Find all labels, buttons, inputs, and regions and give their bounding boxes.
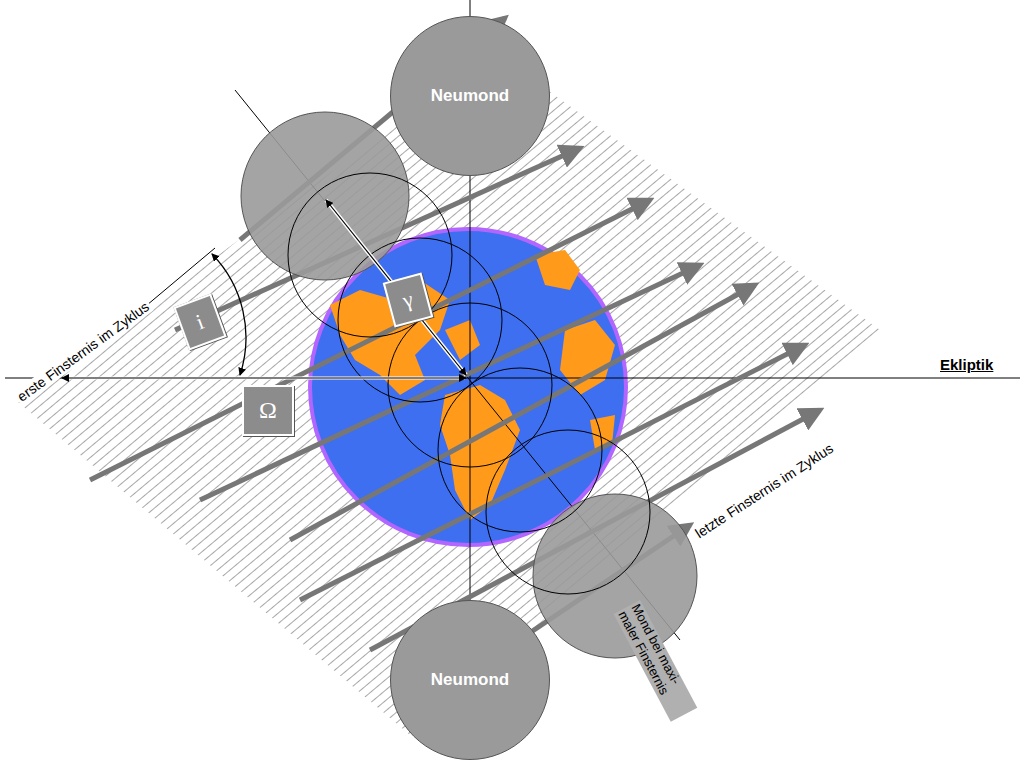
max-eclipse-label: Mond bei maxi- maler Finsternis xyxy=(614,600,698,722)
omega-arrow xyxy=(62,377,466,378)
node-text: Ω xyxy=(259,397,277,424)
label-text: Mond bei maxi- maler Finsternis xyxy=(614,600,698,722)
gamma-arrow-bg xyxy=(326,200,466,375)
label-text: erste Finsternis im Zyklus xyxy=(13,297,154,406)
gamma-arrow xyxy=(326,200,466,375)
cycle-label: letzte Finsternis im Zyklus xyxy=(690,438,838,543)
node-text: Neumond xyxy=(431,86,509,106)
ecliptic-label: Ekliptik xyxy=(938,356,995,374)
new-moon-circle: Neumond xyxy=(390,600,550,760)
node-text: i xyxy=(193,309,208,336)
inclination-box: i xyxy=(173,294,226,351)
ecliptic-line xyxy=(5,378,1020,379)
omega-box: Ω xyxy=(242,385,294,436)
label-text: letzte Finsternis im Zyklus xyxy=(691,439,838,542)
node-text: Neumond xyxy=(431,670,509,690)
node-text: γ xyxy=(400,286,416,314)
moon-positions xyxy=(241,112,697,658)
cycle-label: erste Finsternis im Zyklus xyxy=(12,296,154,406)
earth xyxy=(310,229,626,545)
label-text: Ekliptik xyxy=(938,356,995,373)
gamma-box: γ xyxy=(383,273,434,328)
new-moon-circle: Neumond xyxy=(390,16,550,176)
